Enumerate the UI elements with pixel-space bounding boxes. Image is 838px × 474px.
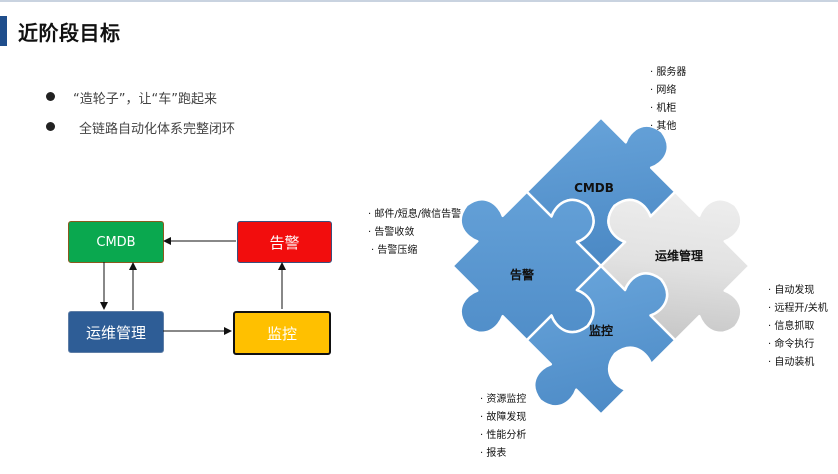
flow-node-ops: 运维管理 [68,311,164,353]
puzzle-piece-monitor [525,264,677,416]
note-item: · 告警收敛 [368,227,415,238]
note-item: · 命令执行 [768,339,815,350]
title-accent-bar [0,16,7,46]
note-item: · 网络 [650,85,677,96]
note-list-monitor: · 资源监控 · 故障发现 · 性能分析 · 报表 [480,393,526,465]
puzzle-label-alarm: 告警 [510,267,534,282]
note-item: · 邮件/短息/微信告警 [368,209,462,220]
note-item: · 性能分析 [480,430,527,441]
note-list-ops: · 自动发现 · 远程开/关机 · 信息抓取 · 命令执行 · 自动装机 [768,284,828,374]
flow-node-monitor: 监控 [233,311,331,355]
note-item: · 资源监控 [480,394,527,405]
note-item: · 信息抓取 [768,321,815,332]
goal-text: 全链路自动化体系完整闭环 [79,122,236,137]
goal-text: “造轮子”，让“车”跑起来 [73,92,217,107]
note-item: · 自动装机 [768,357,815,368]
note-list-alarm: · 邮件/短息/微信告警 · 告警收敛 · 告警压缩 [368,208,461,262]
puzzle-label-cmdb: CMDB [574,181,614,195]
top-rule [0,0,838,2]
note-item: · 报表 [480,448,507,459]
note-item: · 服务器 [650,67,687,78]
note-item: · 告警压缩 [371,245,418,256]
bullet-dot-icon [46,122,55,131]
page-title: 近阶段目标 [18,21,121,45]
puzzle-label-monitor: 监控 [589,323,613,338]
note-item: · 其他 [650,121,677,132]
note-item: · 自动发现 [768,285,815,296]
note-item: · 机柜 [650,103,677,114]
note-item: · 故障发现 [480,412,527,423]
puzzle-label-ops: 运维管理 [655,248,703,263]
bullet-dot-icon [46,92,55,101]
note-list-cmdb: · 服务器 · 网络 · 机柜 · 其他 [650,66,686,138]
note-item: · 远程开/关机 [768,303,828,314]
